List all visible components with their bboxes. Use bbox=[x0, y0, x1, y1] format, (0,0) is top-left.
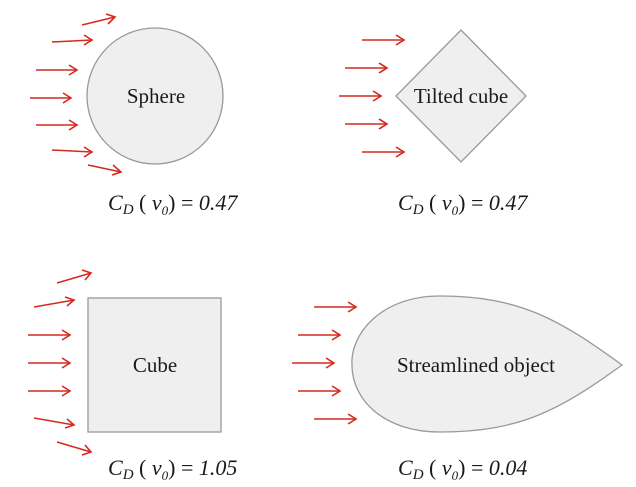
cd-variable: v bbox=[152, 455, 162, 480]
cd-symbol: C bbox=[108, 190, 123, 215]
flow-arrow bbox=[30, 92, 73, 104]
streamlined-flow-arrows bbox=[292, 301, 358, 425]
cube-panel: Cube CD ( v0) = 1.05 bbox=[28, 269, 237, 483]
flow-arrow bbox=[345, 118, 389, 130]
sphere-shape bbox=[86, 27, 224, 165]
cube-drag-coefficient: CD ( v0) = 1.05 bbox=[108, 455, 237, 483]
flow-arrow bbox=[28, 385, 72, 397]
flow-arrow bbox=[56, 441, 93, 456]
flow-arrow bbox=[292, 357, 336, 369]
cd-subscript: D bbox=[122, 467, 134, 483]
flow-arrow bbox=[362, 34, 406, 46]
flow-arrow bbox=[298, 329, 342, 341]
cube-label: Cube bbox=[133, 353, 177, 377]
cd-subscript: D bbox=[412, 202, 424, 218]
flow-arrow bbox=[339, 90, 383, 102]
flow-arrow bbox=[362, 146, 406, 158]
tilted-cube-panel: Tilted cube CD ( v0) = 0.47 bbox=[339, 29, 528, 218]
cd-variable-subscript: 0 bbox=[162, 203, 169, 218]
cube-flow-arrows bbox=[28, 269, 93, 456]
cd-subscript: D bbox=[122, 202, 134, 218]
cube-shape bbox=[87, 297, 222, 433]
cd-variable-subscript: 0 bbox=[452, 468, 459, 483]
flow-arrow bbox=[36, 64, 79, 76]
flow-arrow bbox=[345, 62, 389, 74]
flow-arrow bbox=[33, 417, 76, 429]
flow-arrow bbox=[36, 119, 79, 131]
flow-arrow bbox=[81, 13, 117, 26]
tilted-cube-flow-arrows bbox=[339, 34, 406, 158]
streamlined-label: Streamlined object bbox=[397, 353, 555, 377]
cd-value: 0.04 bbox=[489, 455, 528, 480]
flow-arrow bbox=[33, 296, 76, 308]
cd-value: 1.05 bbox=[199, 455, 238, 480]
sphere-drag-coefficient: CD ( v0) = 0.47 bbox=[108, 190, 238, 218]
flow-arrow bbox=[51, 34, 94, 46]
flow-arrow bbox=[28, 329, 72, 341]
tilted-cube-shape bbox=[395, 29, 527, 163]
streamlined-shape bbox=[351, 295, 624, 433]
flow-arrow bbox=[51, 146, 94, 158]
flow-arrow bbox=[298, 385, 342, 397]
streamlined-panel: Streamlined object CD ( v0) = 0.04 bbox=[292, 295, 624, 483]
sphere-flow-arrows bbox=[30, 13, 123, 176]
cd-symbol: C bbox=[398, 455, 413, 480]
cd-value: 0.47 bbox=[489, 190, 529, 215]
tilted-cube-drag-coefficient: CD ( v0) = 0.47 bbox=[398, 190, 528, 218]
cd-symbol: C bbox=[398, 190, 413, 215]
flow-arrow bbox=[87, 164, 123, 176]
cd-variable: v bbox=[442, 455, 452, 480]
flow-arrow bbox=[314, 301, 358, 313]
cd-variable: v bbox=[442, 190, 452, 215]
cd-value: 0.47 bbox=[199, 190, 239, 215]
cd-symbol: C bbox=[108, 455, 123, 480]
flow-arrow bbox=[314, 413, 358, 425]
cd-subscript: D bbox=[412, 467, 424, 483]
cd-variable: v bbox=[152, 190, 162, 215]
cd-variable-subscript: 0 bbox=[162, 468, 169, 483]
cd-variable-subscript: 0 bbox=[452, 203, 459, 218]
flow-arrow bbox=[56, 269, 93, 284]
tilted-cube-label: Tilted cube bbox=[414, 84, 508, 108]
streamlined-drag-coefficient: CD ( v0) = 0.04 bbox=[398, 455, 527, 483]
sphere-panel: Sphere CD ( v0) = 0.47 bbox=[30, 13, 238, 218]
sphere-label: Sphere bbox=[127, 84, 185, 108]
flow-arrow bbox=[28, 357, 72, 369]
